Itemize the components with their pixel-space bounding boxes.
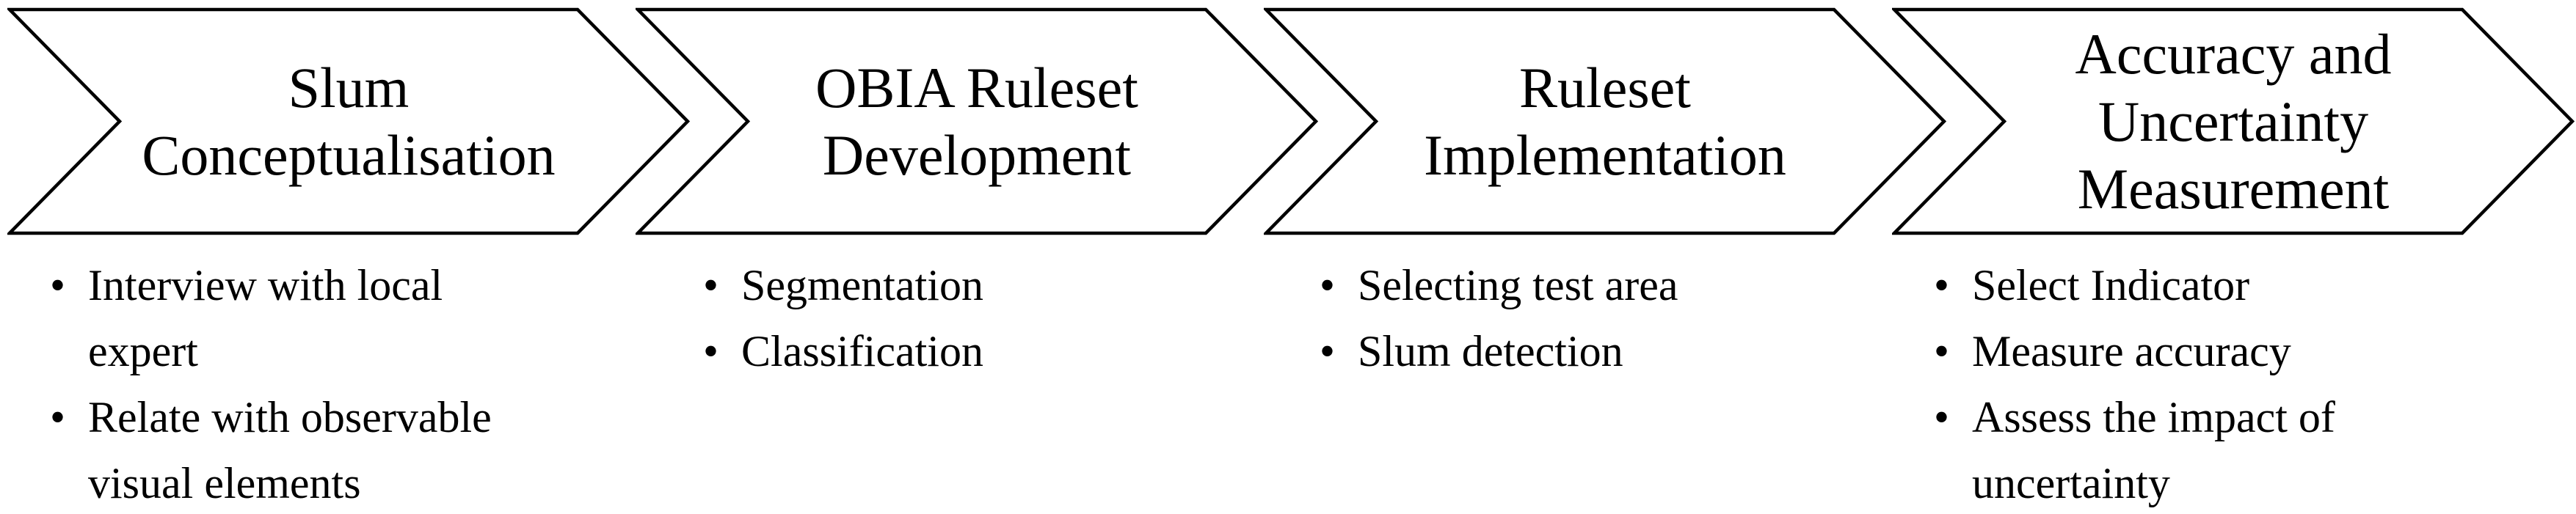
stage-title-line: Slum: [288, 55, 410, 120]
bullet-text: Slum detection: [1358, 327, 1623, 375]
stage-title-line: Ruleset: [1519, 55, 1691, 120]
bullet-list-stage-4: • Select Indicator • Measure accuracy • …: [1934, 252, 2418, 514]
bullet-text: Segmentation: [741, 261, 983, 309]
bullet-icon: •: [1934, 393, 1950, 441]
bullet-text: Assess the impact of uncertainty: [1972, 393, 2335, 507]
bullet-icon: •: [1320, 327, 1336, 375]
bullet-icon: •: [1934, 261, 1950, 309]
bullet-icon: •: [703, 261, 719, 309]
bullet-icon: •: [1320, 261, 1336, 309]
stage-title-obia-ruleset-development: OBIA Ruleset Development: [638, 10, 1316, 233]
stage-title-line: Measurement: [2077, 156, 2390, 221]
list-item: • Interview with local expert: [50, 252, 534, 384]
bullet-icon: •: [1934, 327, 1950, 375]
bullet-icon: •: [50, 261, 66, 309]
list-item: • Classification: [703, 318, 1187, 384]
stage-title-slum-conceptualisation: Slum Conceptualisation: [10, 10, 688, 233]
list-item: • Segmentation: [703, 252, 1187, 318]
bullet-text: Measure accuracy: [1972, 327, 2291, 375]
bullet-list-stage-3: • Selecting test area • Slum detection: [1320, 252, 1804, 384]
bullet-icon: •: [50, 393, 66, 441]
bullet-list-stage-2: • Segmentation • Classification: [703, 252, 1187, 384]
list-item: • Select Indicator: [1934, 252, 2418, 318]
bullet-icon: •: [703, 327, 719, 375]
bullet-list-stage-1: • Interview with local expert • Relate w…: [50, 252, 534, 514]
stage-title-line: OBIA Ruleset: [815, 55, 1138, 120]
chevron-arrow-shape-1: [7, 7, 690, 235]
bullet-text: Classification: [741, 327, 983, 375]
bullet-text: Select Indicator: [1972, 261, 2250, 309]
list-item: • Relate with observable visual elements: [50, 384, 534, 514]
stage-title-line: Uncertainty: [2097, 89, 2369, 153]
stage-title-line: Development: [822, 122, 1132, 187]
list-item: • Assess the impact of uncertainty: [1934, 384, 2418, 514]
bullet-text: Selecting test area: [1358, 261, 1678, 309]
list-item: • Slum detection: [1320, 318, 1804, 384]
list-item: • Measure accuracy: [1934, 318, 2418, 384]
bullet-text: Relate with observable visual elements: [88, 393, 492, 507]
chevron-arrow-shape-3: [1264, 7, 1946, 235]
stage-title-line: Conceptualisation: [142, 122, 556, 187]
bullet-text: Interview with local expert: [88, 261, 443, 375]
stage-title-line: Implementation: [1424, 122, 1786, 187]
chevron-arrow-shape-4: [1892, 7, 2575, 235]
stage-title-line: Accuracy and: [2075, 21, 2392, 86]
list-item: • Selecting test area: [1320, 252, 1804, 318]
chevron-arrow-shape-2: [636, 7, 1318, 235]
stage-title-accuracy-uncertainty-measurement: Accuracy and Uncertainty Measurement: [1894, 10, 2572, 233]
stage-title-ruleset-implementation: Ruleset Implementation: [1266, 10, 1944, 233]
